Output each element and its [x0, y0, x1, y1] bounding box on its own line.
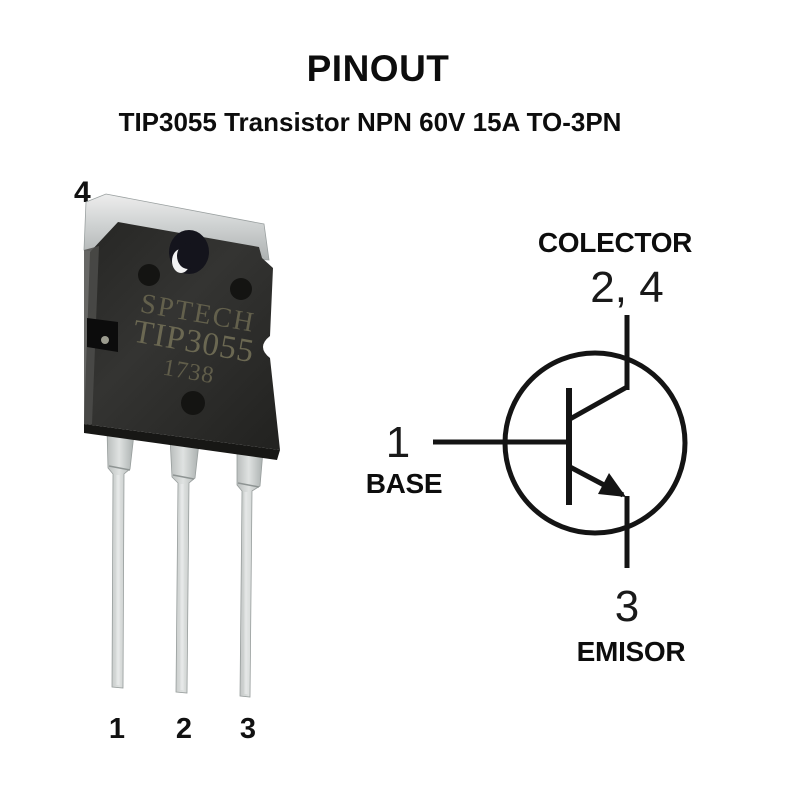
leg-pin-3	[236, 445, 264, 698]
emitter-pin-number: 3	[615, 582, 639, 631]
body-bottom-bevel	[84, 424, 280, 460]
leg-1-crimp	[108, 465, 131, 471]
side-notch-glint	[101, 336, 109, 344]
plastic-body	[84, 222, 280, 450]
mold-dot-right	[230, 278, 252, 300]
emitter-label: EMISOR	[577, 636, 686, 667]
mounting-hole-shade	[177, 243, 199, 269]
pin-4-label: 4	[74, 176, 91, 209]
leg-3-crimp	[237, 482, 260, 488]
mold-dot-left	[138, 264, 160, 286]
mold-dot-bottom	[181, 391, 205, 415]
base-label: BASE	[366, 468, 443, 499]
base-pin-number: 1	[386, 418, 410, 467]
collector-label: COLECTOR	[538, 227, 692, 258]
page-subtitle: TIP3055 Transistor NPN 60V 15A TO-3PN	[118, 107, 622, 137]
transistor-photo: 4 SPTECH TIP3055 1738 1 2 3	[74, 176, 280, 745]
collector-diagonal	[568, 384, 629, 422]
pin-1-label: 1	[109, 713, 125, 745]
transistor-schematic: COLECTOR 2, 4 1 BASE 3 EMISOR	[366, 227, 693, 667]
pin-3-label: 3	[240, 713, 256, 745]
leg-2-crimp	[172, 474, 195, 480]
leg-pin-1	[106, 428, 135, 689]
page-title: PINOUT	[306, 48, 450, 89]
collector-pin-numbers: 2, 4	[590, 263, 663, 312]
emitter-arrowhead	[598, 473, 626, 497]
leg-pin-2	[169, 437, 200, 694]
pin-2-label: 2	[176, 713, 192, 745]
side-notch	[87, 318, 118, 352]
